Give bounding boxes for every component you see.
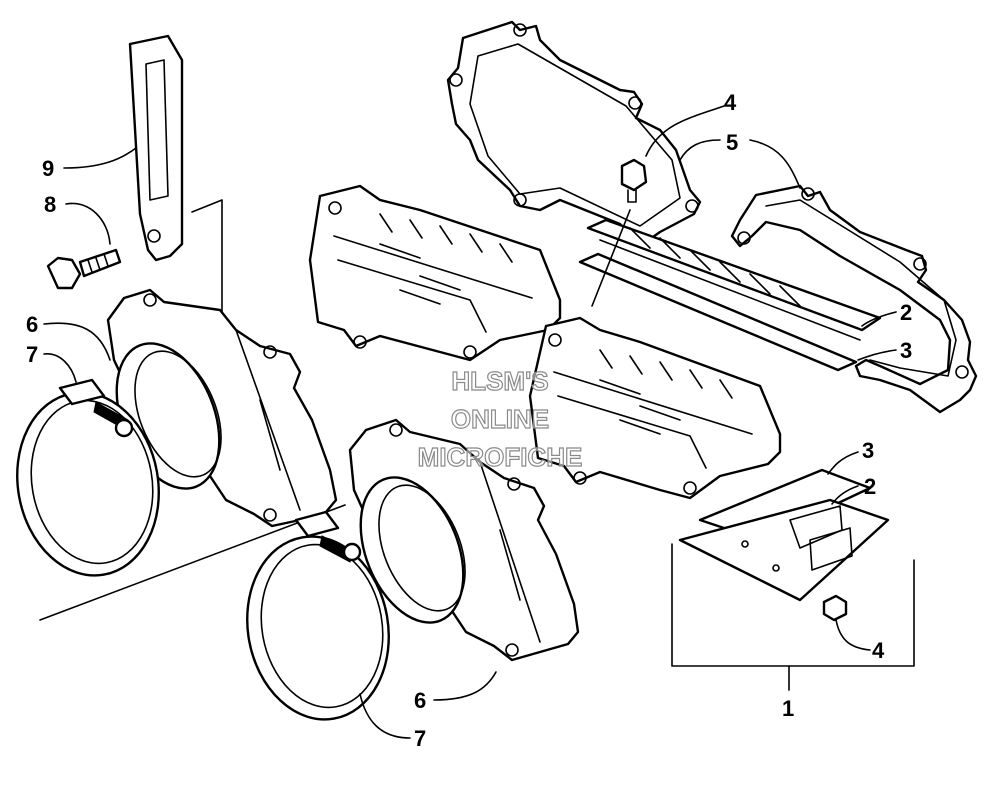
callout-8: 8 (44, 192, 56, 217)
callout-6-lower: 6 (414, 688, 426, 713)
assembly-bracket (671, 543, 915, 691)
screw-lower (822, 594, 848, 622)
clamp-lower (246, 510, 390, 721)
reed-cage-upper (308, 184, 562, 362)
reed-plates-upper (578, 218, 882, 372)
gasket-lower (730, 184, 978, 414)
clamp-upper (16, 378, 160, 577)
callout-3-upper: 3 (900, 338, 912, 363)
callout-9: 9 (42, 156, 54, 181)
callout-5: 5 (726, 130, 738, 155)
gasket-upper (446, 20, 702, 248)
callout-labels: 9 8 6 7 4 5 2 3 3 2 4 1 6 7 (26, 90, 912, 751)
callout-2-lower: 2 (864, 474, 876, 499)
watermark: HLSM'S ONLINE MICROFICHE (417, 365, 583, 472)
callout-4-lower: 4 (872, 638, 885, 663)
reed-cage-lower (528, 316, 782, 500)
bolt (46, 248, 122, 290)
limiter-strap (128, 34, 184, 262)
callout-2-upper: 2 (900, 300, 912, 325)
callout-3-lower: 3 (862, 438, 874, 463)
watermark-line-2: ONLINE (451, 404, 549, 434)
watermark-line-3: MICROFICHE (418, 442, 583, 472)
screw-upper (591, 158, 648, 307)
callout-7-upper: 7 (26, 342, 38, 367)
reed-plates-lower (678, 468, 890, 602)
callout-6-upper: 6 (26, 312, 38, 337)
intake-boot-lower (348, 418, 580, 662)
callout-1: 1 (782, 696, 794, 721)
leader-lines (43, 105, 897, 739)
callout-7-lower: 7 (414, 726, 426, 751)
watermark-line-1: HLSM'S (451, 366, 548, 396)
callout-4-upper: 4 (724, 90, 737, 115)
